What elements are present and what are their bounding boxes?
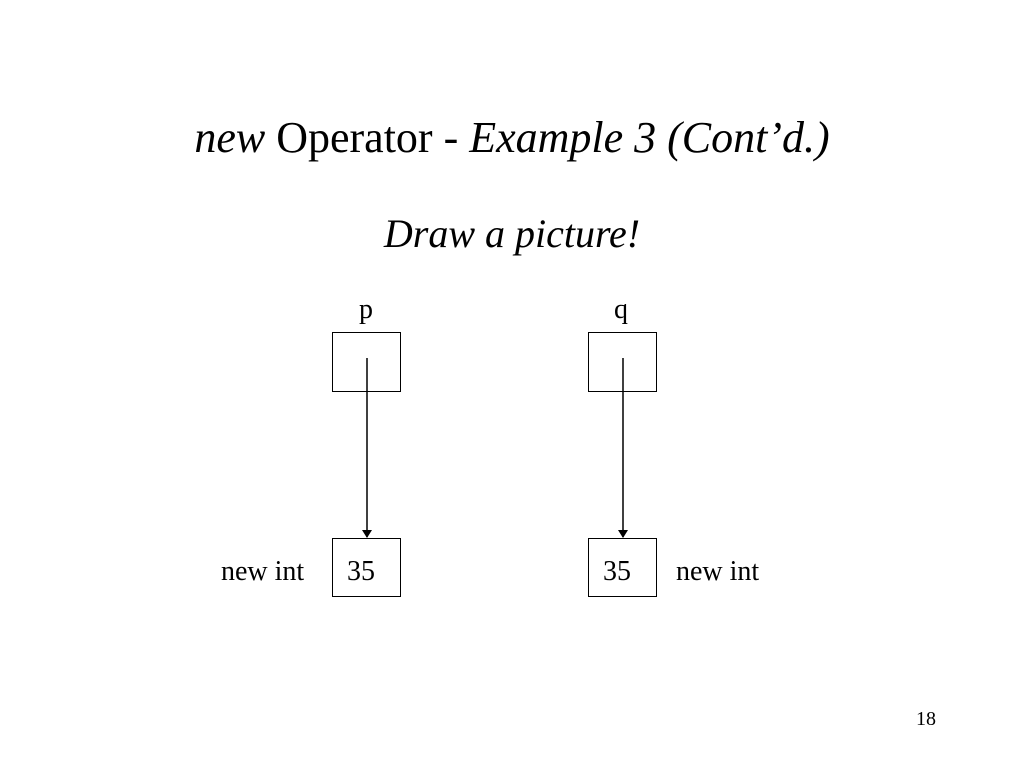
heap-box-p	[332, 538, 401, 597]
slide-title: new Operator - Example 3 (Cont’d.)	[0, 108, 1024, 168]
title-middle: Operator -	[265, 113, 470, 162]
heap-value-q: 35	[603, 556, 631, 587]
title-keyword: new	[194, 113, 266, 162]
slide-subtitle: Draw a picture!	[383, 211, 641, 256]
pointer-label-p: p	[359, 294, 373, 325]
heap-label-q: new int	[676, 556, 760, 587]
heap-box-q	[588, 538, 657, 597]
page-number: 18	[916, 708, 936, 730]
heap-value-p: 35	[347, 556, 375, 587]
pointer-label-q: q	[614, 294, 628, 325]
heap-label-p: new int	[221, 556, 305, 587]
title-suffix: Example 3 (Cont’d.)	[469, 113, 830, 162]
